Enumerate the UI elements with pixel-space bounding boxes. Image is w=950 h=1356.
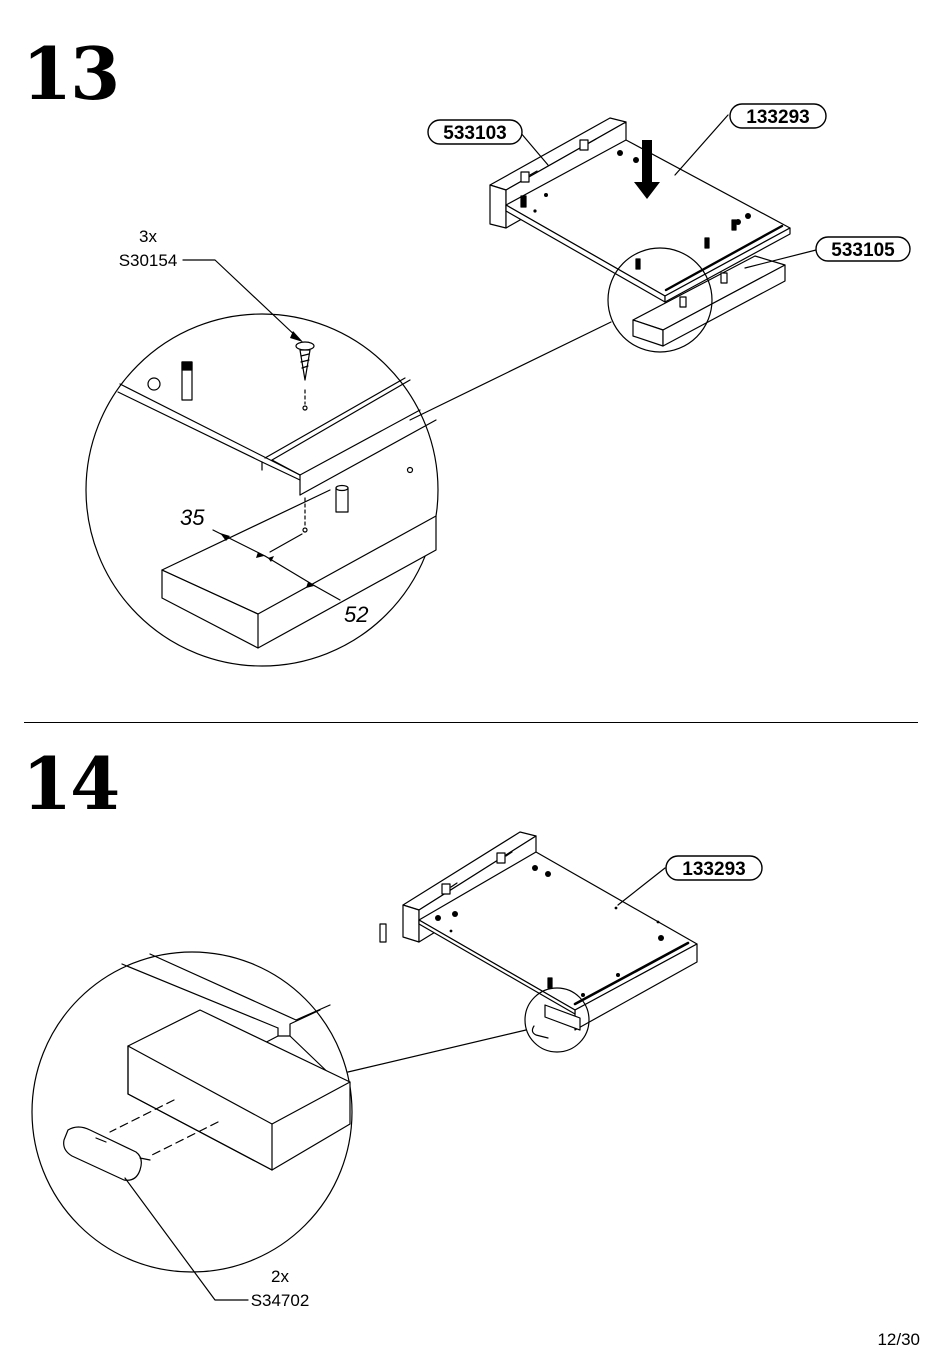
part-label-133293: 133293 [746, 107, 809, 128]
part-callout-533103 [427, 119, 523, 145]
step14-assembly [379, 831, 698, 1053]
step13-assembly [409, 117, 791, 421]
cam-lock-icon [520, 138, 597, 183]
insert-arrow-icon [634, 140, 660, 199]
bumper-pad-icon [63, 1126, 151, 1181]
step-number-13: 13 [22, 31, 120, 116]
step13-detail-view [85, 313, 439, 667]
step-divider [24, 722, 918, 723]
dimension-52: 52 [344, 602, 368, 627]
hardware-code-14: S34702 [251, 1291, 310, 1310]
page-number: 12/30 [877, 1330, 920, 1349]
dowel-icon [520, 195, 737, 308]
part-callout-133293-step14 [665, 855, 763, 881]
detail-callout-circle [607, 247, 713, 353]
screw-icon [295, 341, 315, 381]
detail-callout-circle-14 [524, 987, 590, 1053]
step-number-14: 14 [22, 741, 120, 826]
step14-detail-view [31, 951, 353, 1273]
hardware-code-13: S30154 [119, 251, 178, 270]
part-callout-533105 [815, 236, 911, 262]
hardware-quantity-13: 3x [139, 227, 157, 246]
part-label-133293-step14: 133293 [682, 859, 745, 880]
part-label-533105: 533105 [831, 240, 895, 261]
dimension-35: 35 [180, 505, 205, 530]
part-callout-133293 [729, 103, 827, 129]
hardware-quantity-14: 2x [271, 1267, 289, 1286]
part-label-533103: 533103 [443, 123, 506, 144]
